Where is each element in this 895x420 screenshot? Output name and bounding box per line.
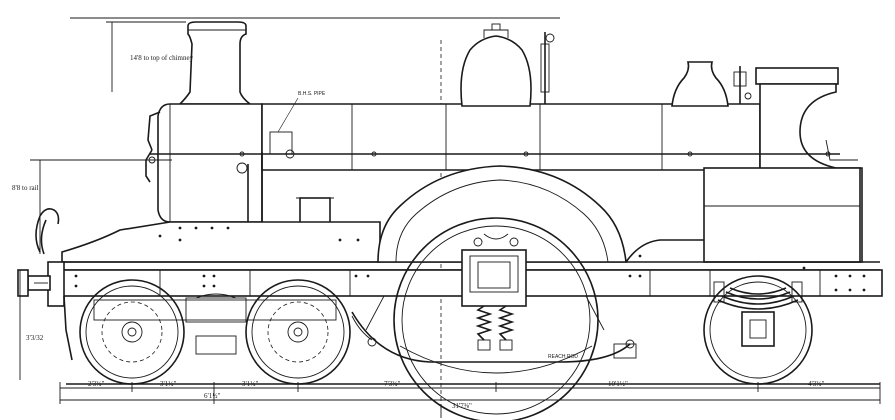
dim-leading-wheelbase-2: 3'1¼": [242, 380, 259, 388]
dim-rear-overhang: 4'3¾": [808, 380, 825, 388]
reach-rod-label: REACH ROD: [548, 354, 578, 360]
clack-valve: [733, 66, 752, 104]
dimension-lines: [59, 382, 881, 418]
driving-wheel-splasher: [377, 165, 704, 263]
buffer-height-label: 3'3/32: [26, 334, 44, 342]
bogie-frame: [93, 293, 337, 355]
handrail-knobs: [239, 151, 831, 157]
safety-valve: [671, 61, 729, 107]
dim-bogie-centres: 6'1½": [204, 392, 221, 400]
frame-rivets: [74, 226, 866, 292]
dim-overall-length: 31'7⅜": [452, 402, 472, 410]
driving-wheel: [393, 217, 599, 420]
dim-front-overhang: 2'3¾": [88, 380, 105, 388]
coupling-hook: [35, 208, 60, 255]
dome: [460, 23, 532, 107]
dim-driver-to-trailing: 10'1½": [608, 380, 628, 388]
trailing-wheel: [703, 275, 813, 385]
pipe-label: B.H.S. PIPE: [298, 91, 326, 97]
guard-iron: [63, 295, 73, 361]
driving-springs: [475, 305, 515, 351]
buffer-beam: [17, 261, 65, 307]
dim-leading-wheelbase-1: 3'1¼": [160, 380, 177, 388]
trailing-leaf-spring: [713, 281, 803, 310]
firebox: [703, 167, 861, 263]
dim-bogie-to-driver: 7'3¾": [384, 380, 401, 388]
brake-rigging: [351, 295, 637, 363]
chimney-height-label: 14'8 to top of chimney: [130, 54, 194, 62]
driving-axlebox: [461, 233, 527, 307]
boiler: [261, 103, 761, 171]
smokebox: [157, 103, 263, 223]
chimney: [178, 21, 253, 105]
boiler-centre-label: 8'8 to rail: [12, 184, 39, 192]
whistle: [540, 32, 555, 104]
